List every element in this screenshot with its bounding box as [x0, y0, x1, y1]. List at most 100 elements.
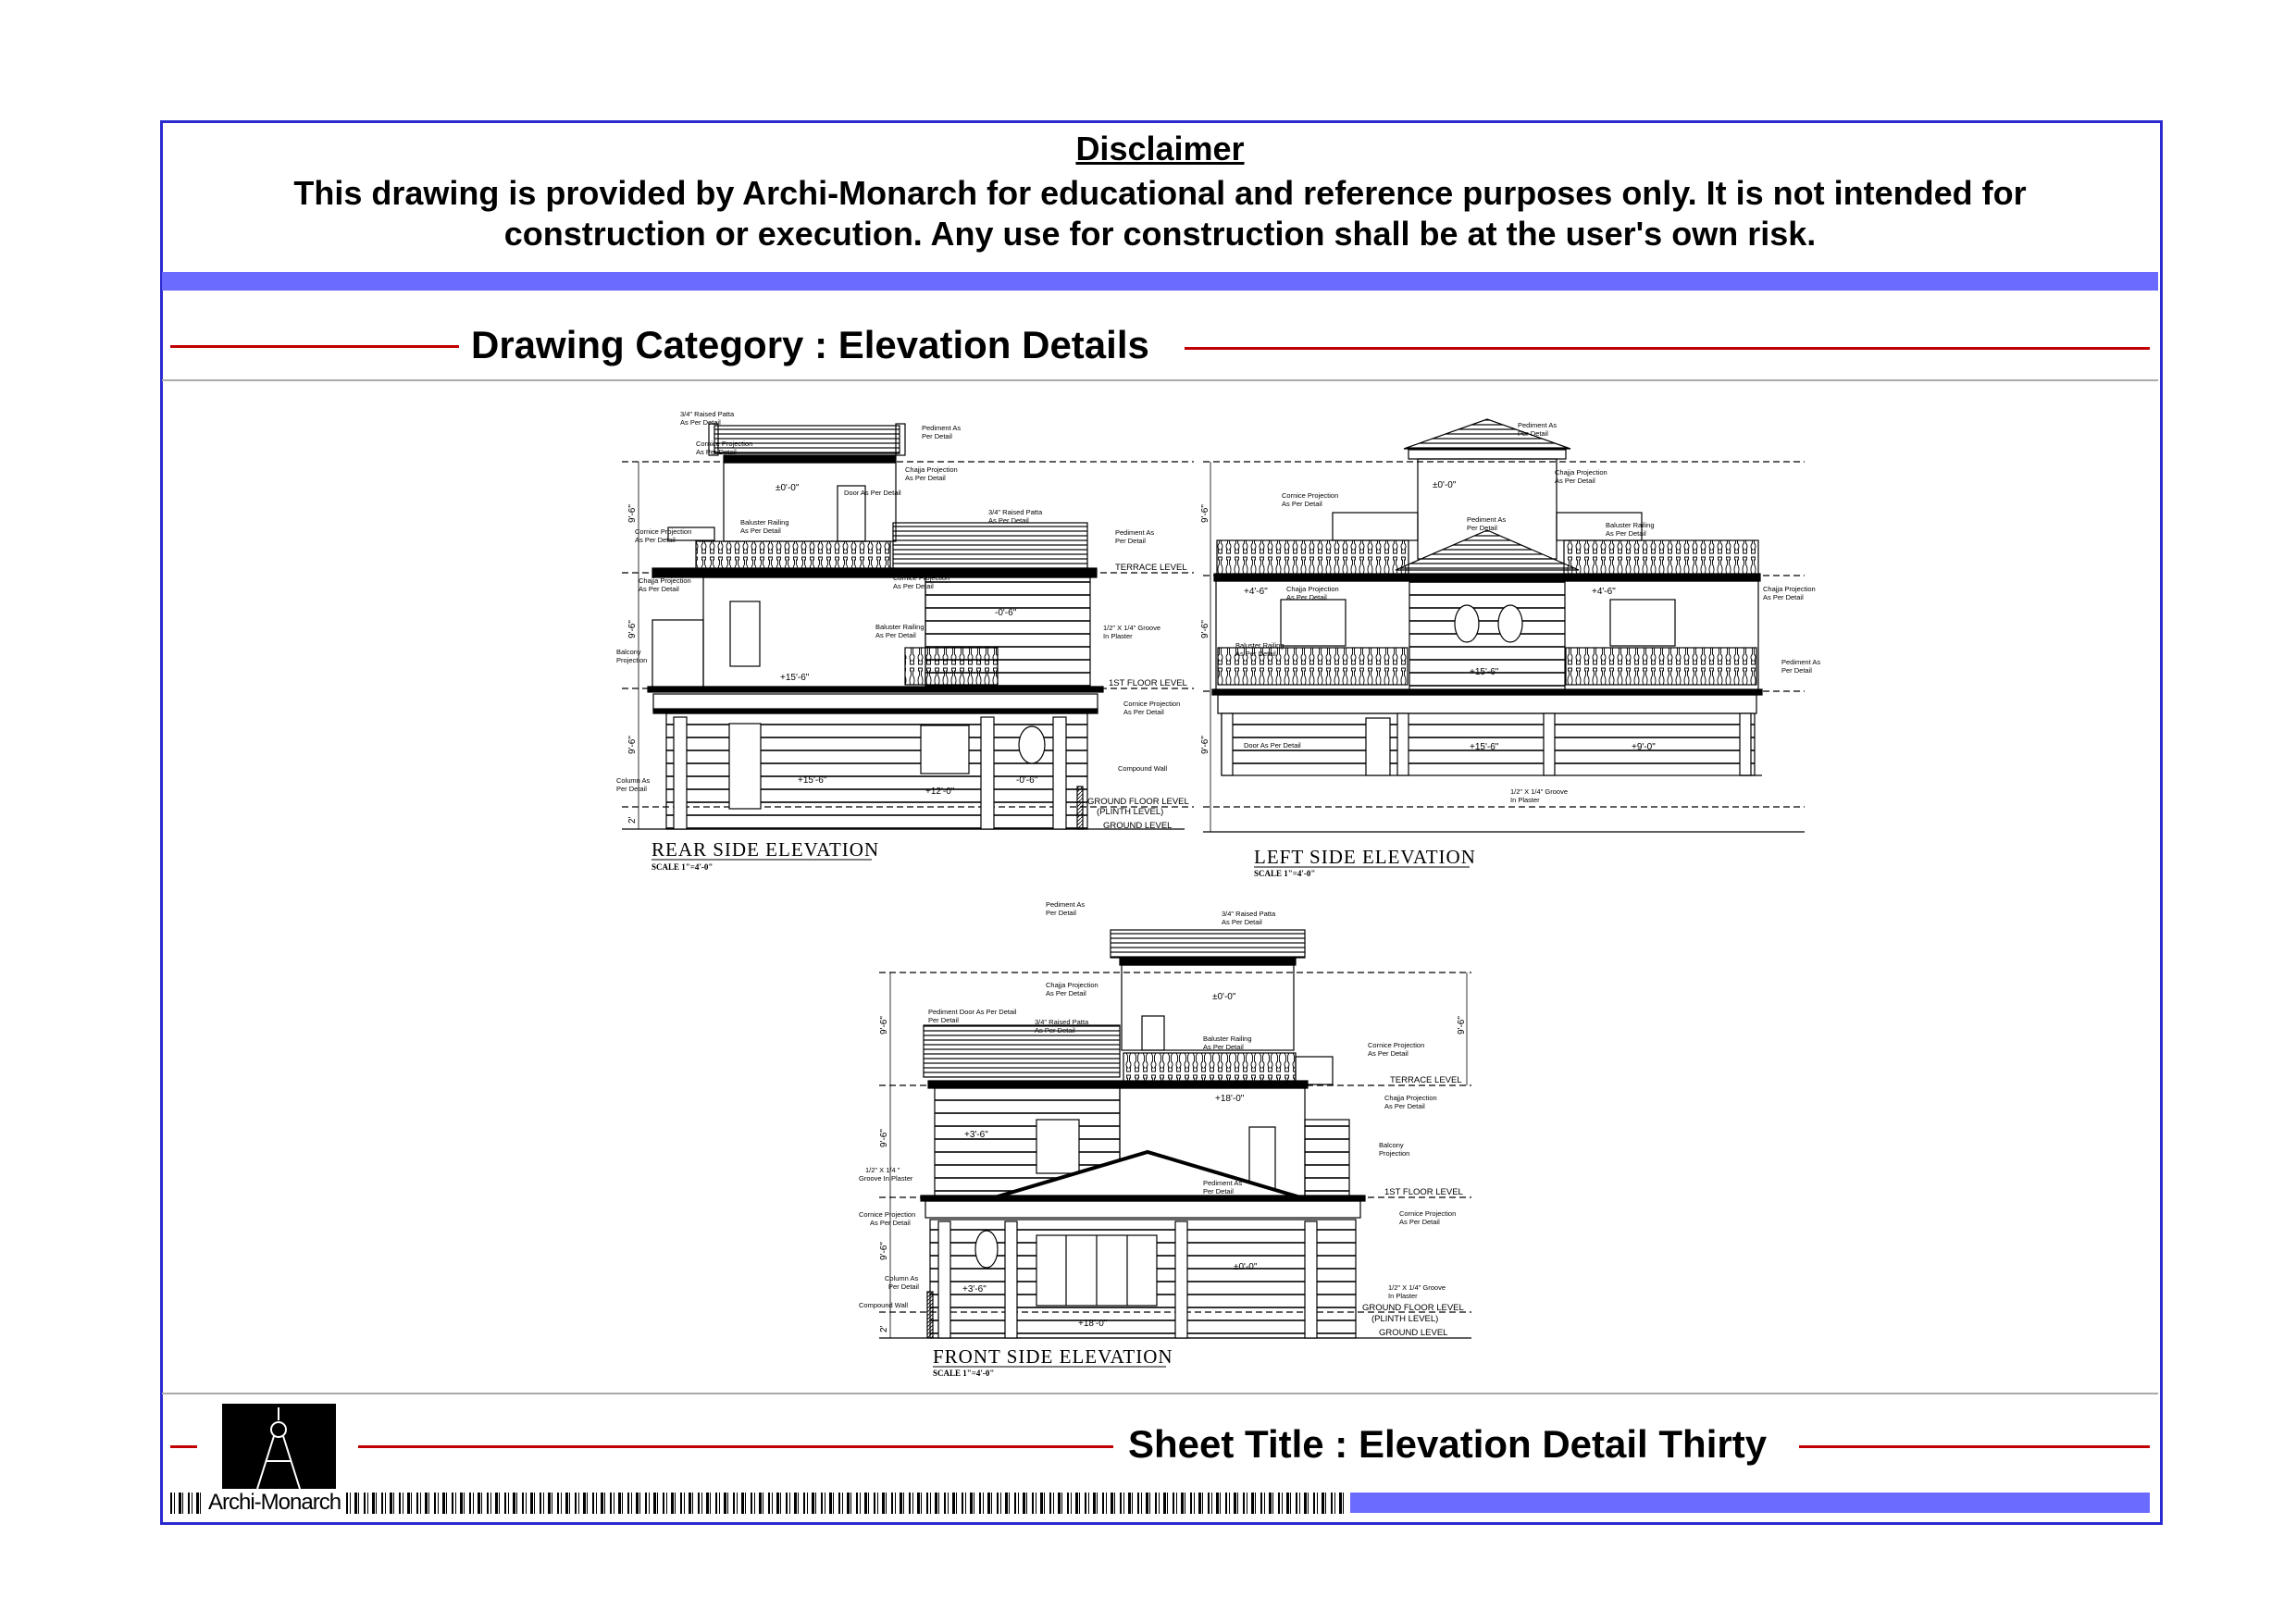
annotation-label: 1/2" X 1/4 ": [865, 1166, 900, 1174]
annotation-label: As Per Detail: [1286, 593, 1327, 601]
front-height-plinth: 2': [879, 1325, 889, 1332]
category-rule-left: [170, 345, 459, 348]
annotation-label: Baluster Railing: [740, 518, 789, 527]
annotation-label: Pediment Door As Per Detail: [928, 1008, 1017, 1016]
disclaimer-text-line-1: This drawing is provided by Archi-Monarc…: [293, 174, 2027, 212]
annotation-label: Door As Per Detail: [844, 489, 901, 497]
annotation-label: Cornice Projection: [1282, 491, 1338, 500]
annotation-label: As Per Detail: [1035, 1026, 1075, 1035]
annotation-label: Balcony: [616, 648, 641, 656]
front-ground-level: GROUND LEVEL: [1379, 1328, 1447, 1338]
rear-terrace-level: TERRACE LEVEL: [1115, 563, 1187, 573]
annotation-label: As Per Detail: [870, 1219, 911, 1227]
annotation-label: Per Detail: [1518, 429, 1548, 438]
front-ground-floor-level: GROUND FLOOR LEVEL: [1362, 1303, 1464, 1313]
drawing-category-title: Drawing Category : Elevation Details: [471, 323, 1149, 366]
annotation-label: Baluster Railing: [875, 623, 925, 631]
annotation-label: As Per Detail: [1222, 918, 1262, 926]
annotation-label: As Per Detail: [635, 536, 676, 544]
annotation-label: Projection: [616, 656, 647, 664]
level-labels: TERRACE LEVEL 1ST FLOOR LEVEL GROUND FLO…: [627, 504, 1467, 1338]
footer-band: [1350, 1493, 2150, 1513]
annotation-label: As Per Detail: [1123, 708, 1164, 716]
annotation-label: 1/2" X 1/4" Groove: [1103, 624, 1160, 632]
divider-bottom: [162, 1393, 2158, 1394]
rear-plinth-level: (PLINTH LEVEL): [1097, 807, 1163, 817]
annotation-label: Cornice Projection: [859, 1210, 915, 1219]
annotation-label: Cornice Projection: [1123, 700, 1180, 708]
annotation-label: Baluster Railing: [1203, 1035, 1252, 1043]
annotation-label: Cornice Projection: [1399, 1209, 1456, 1218]
dimension-tag: +15'-6": [780, 673, 810, 683]
annotation-label: Pediment As: [1781, 658, 1820, 666]
annotation-label: As Per Detail: [893, 582, 934, 590]
dimension-tag: +15'-6": [1470, 742, 1499, 752]
dimension-tag: +18'-0": [1078, 1319, 1108, 1329]
annotation-label: Cornice Projection: [1368, 1041, 1424, 1049]
annotation-label: In Plaster: [1103, 632, 1133, 640]
annotation-label: Cornice Projection: [635, 527, 691, 536]
rear-elevation-title: REAR SIDE ELEVATION: [652, 838, 879, 861]
annotation-label: Pediment As: [1046, 900, 1085, 909]
annotation-label: Per Detail: [1115, 537, 1146, 545]
annotation-label: As Per Detail: [1046, 989, 1086, 997]
annotation-label: Projection: [1379, 1149, 1409, 1158]
annotation-label: As Per Detail: [1399, 1218, 1440, 1226]
dimension-tag: ±0'-0": [776, 483, 800, 493]
annotation-label: Pediment As: [1203, 1179, 1242, 1187]
dimension-tag: ±0'-0": [1212, 992, 1236, 1002]
annotation-label: Chajja Projection: [1384, 1094, 1437, 1102]
annotation-label: As Per Detail: [988, 516, 1029, 525]
annotation-label: Column As: [885, 1274, 919, 1282]
annotation-label: In Plaster: [1388, 1292, 1418, 1300]
annotation-label: Chajja Projection: [1763, 585, 1816, 593]
annotation-label: Groove In Plaster: [859, 1174, 913, 1183]
annotation-label: 3/4" Raised Patta: [988, 508, 1043, 516]
rear-elevation: [622, 423, 1194, 830]
dimension-tag: +15'-6": [798, 775, 827, 786]
dimension-tag: +4'-6": [1244, 587, 1268, 597]
annotation-label: As Per Detail: [696, 448, 737, 456]
disclaimer-text-line-2: construction or execution. Any use for c…: [503, 215, 1817, 253]
dimension-tag: -0'-6": [995, 608, 1017, 618]
annotation-label: As Per Detail: [639, 585, 679, 593]
annotation-label: Chajja Projection: [639, 576, 691, 585]
front-height-1: 9'-6": [879, 1016, 889, 1035]
left-height-3: 9'-6": [1200, 736, 1210, 754]
front-plinth-level: (PLINTH LEVEL): [1371, 1314, 1438, 1324]
annotation-label: Door As Per Detail: [1244, 741, 1301, 750]
annotation-label: Per Detail: [922, 432, 952, 440]
front-elevation-scale: SCALE 1"=4'-0": [933, 1369, 994, 1378]
rear-height-3: 9'-6": [627, 736, 638, 754]
annotation-label: Cornice Projection: [696, 440, 752, 448]
annotation-label: Cornice Projection: [893, 574, 949, 582]
annotation-label: As Per Detail: [1203, 1043, 1244, 1051]
annotation-label: Per Detail: [1046, 909, 1076, 917]
annotation-label: Compound Wall: [1118, 764, 1167, 773]
left-elevation: [1203, 418, 1805, 833]
dimension-tag: ±0'-0": [1234, 1262, 1258, 1272]
sheet-rule-middle: [358, 1445, 1113, 1448]
annotation-label: As Per Detail: [680, 418, 721, 427]
annotation-label: Per Detail: [1467, 524, 1497, 532]
rear-height-1: 9'-6": [627, 504, 638, 523]
dimension-tag: +12'-0": [925, 787, 955, 797]
front-elevation-title: FRONT SIDE ELEVATION: [933, 1345, 1173, 1368]
annotation-label: Baluster Railing: [1235, 641, 1285, 650]
annotation-label: Per Detail: [1203, 1187, 1234, 1196]
front-elevation: [879, 929, 1471, 1339]
divider-top: [162, 379, 2158, 381]
front-height-3: 9'-6": [879, 1242, 889, 1260]
dimension-tag: +4'-6": [1592, 587, 1616, 597]
rear-height-plinth: 2': [627, 816, 638, 824]
disclaimer-title: Disclaimer: [1075, 130, 1245, 167]
annotation-label: As Per Detail: [1282, 500, 1322, 508]
annotation-label: In Plaster: [1510, 796, 1540, 804]
front-height-right: 9'-6": [1457, 1016, 1467, 1035]
sheet-rule-right: [1799, 1445, 2150, 1448]
left-elevation-scale: SCALE 1"=4'-0": [1254, 869, 1315, 878]
sheet-border: [160, 120, 2163, 1525]
